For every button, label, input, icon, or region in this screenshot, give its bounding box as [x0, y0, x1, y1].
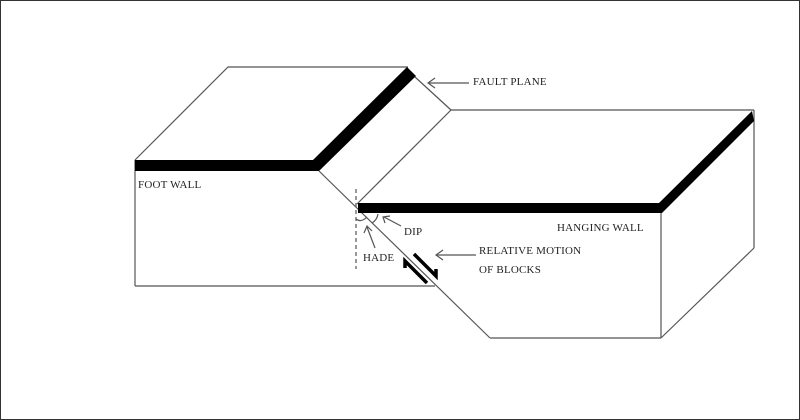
relative-motion-symbol — [403, 252, 438, 285]
fault-plane-arrowhead — [426, 77, 436, 89]
dip-arc — [371, 213, 379, 224]
hade-label: HADE — [363, 252, 395, 264]
hangingwall-right-bottom-edge — [660, 247, 755, 339]
fault-plane-label: FAULT PLANE — [473, 76, 547, 88]
relative-motion-label-line2: OF BLOCKS — [479, 264, 542, 276]
fault-plane-top-edge — [414, 76, 452, 111]
motion-arrowhead — [434, 249, 444, 261]
dip-arrowhead — [382, 215, 391, 224]
footwall-bed-layer — [135, 67, 416, 171]
up-motion-arrow-icon — [403, 256, 429, 285]
hangingwall-bed-layer — [358, 111, 754, 213]
relative-motion-label-line1: RELATIVE MOTION — [479, 245, 582, 257]
foot-wall-label: FOOT WALL — [138, 179, 202, 191]
hanging-wall-label: HANGING WALL — [557, 222, 644, 234]
fault-trace — [318, 170, 491, 339]
footwall-top-outline — [134, 66, 408, 161]
fault-plane-side-edge — [356, 109, 452, 205]
hade-arrow — [366, 226, 376, 249]
down-motion-arrow-icon — [412, 252, 438, 281]
dip-arrow — [383, 216, 402, 227]
hade-arc — [355, 216, 368, 222]
dip-label: DIP — [404, 226, 423, 238]
hade-arrowhead — [363, 224, 373, 234]
